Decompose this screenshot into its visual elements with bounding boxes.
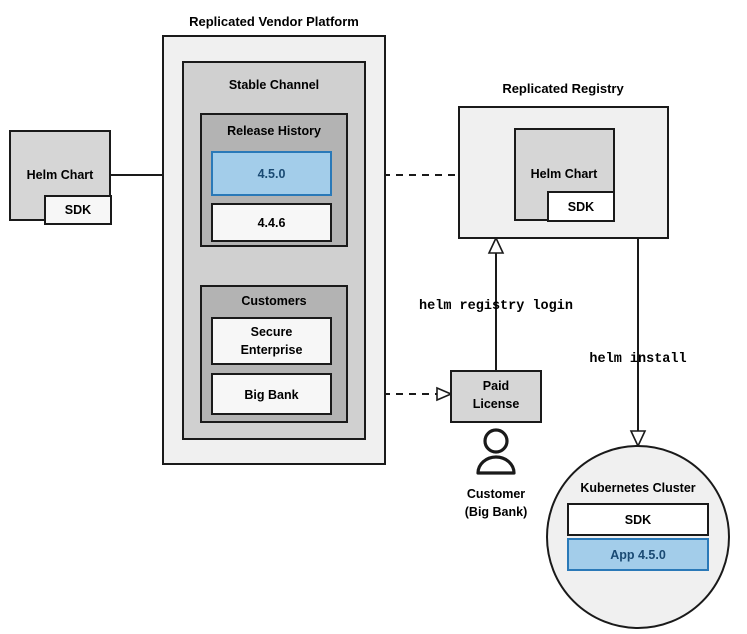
stable-channel-container[interactable]: Stable Channel Release History 4.5.0 4.4… <box>182 61 366 440</box>
cluster-component-sdk[interactable]: SDK <box>567 503 709 536</box>
customer-item-big-bank[interactable]: Big Bank <box>211 373 332 415</box>
customer-actor: Customer (Big Bank) <box>465 428 528 519</box>
release-item-450[interactable]: 4.5.0 <box>211 151 332 196</box>
release-history-title: Release History <box>227 124 321 138</box>
paid-license-line2: License <box>473 397 520 411</box>
release-item-446-label: 4.4.6 <box>258 216 286 230</box>
registry-helm-chart-node[interactable]: Helm Chart SDK <box>514 128 615 222</box>
person-icon <box>476 428 516 475</box>
paid-license-node[interactable]: Paid License <box>450 370 542 423</box>
command-helm-registry-login: helm registry login <box>419 299 573 314</box>
stable-channel-title: Stable Channel <box>229 78 319 92</box>
kubernetes-cluster-title: Kubernetes Cluster <box>580 481 695 495</box>
source-helm-chart-sdk-label: SDK <box>65 203 91 217</box>
customer-item-secure-enterprise-line2: Enterprise <box>241 343 303 357</box>
cluster-component-sdk-label: SDK <box>625 513 651 527</box>
source-helm-chart-node[interactable]: Helm Chart SDK <box>9 130 112 225</box>
registry-title: Replicated Registry <box>502 81 624 96</box>
command-helm-install: helm install <box>589 352 686 367</box>
customers-group: Customers Secure Enterprise Big Bank <box>200 285 348 423</box>
paid-license-line1: Paid <box>483 379 509 393</box>
release-item-450-label: 4.5.0 <box>258 167 286 181</box>
registry-helm-chart-sdk-label: SDK <box>568 200 594 214</box>
customer-item-secure-enterprise-line1: Secure <box>251 325 293 339</box>
replicated-registry-container[interactable]: Helm Chart SDK <box>458 106 669 239</box>
source-helm-chart-label: Helm Chart <box>27 168 95 182</box>
platform-title: Replicated Vendor Platform <box>189 14 359 29</box>
vendor-platform-container: Stable Channel Release History 4.5.0 4.4… <box>162 35 386 465</box>
cluster-component-app[interactable]: App 4.5.0 <box>567 538 709 571</box>
customer-actor-line1: Customer <box>467 487 525 501</box>
release-history-group: Release History 4.5.0 4.4.6 <box>200 113 348 247</box>
connector-license-to-registry <box>487 236 505 371</box>
customers-title: Customers <box>241 294 306 308</box>
kubernetes-cluster-container[interactable]: Kubernetes Cluster SDK App 4.5.0 <box>546 445 730 629</box>
cluster-component-app-label: App 4.5.0 <box>610 548 666 562</box>
customer-item-secure-enterprise[interactable]: Secure Enterprise <box>211 317 332 365</box>
release-item-446[interactable]: 4.4.6 <box>211 203 332 242</box>
connector-registry-to-cluster <box>629 238 647 448</box>
customer-actor-line2: (Big Bank) <box>465 505 528 519</box>
registry-helm-chart-label: Helm Chart <box>531 167 599 181</box>
customer-item-big-bank-label: Big Bank <box>244 388 298 402</box>
